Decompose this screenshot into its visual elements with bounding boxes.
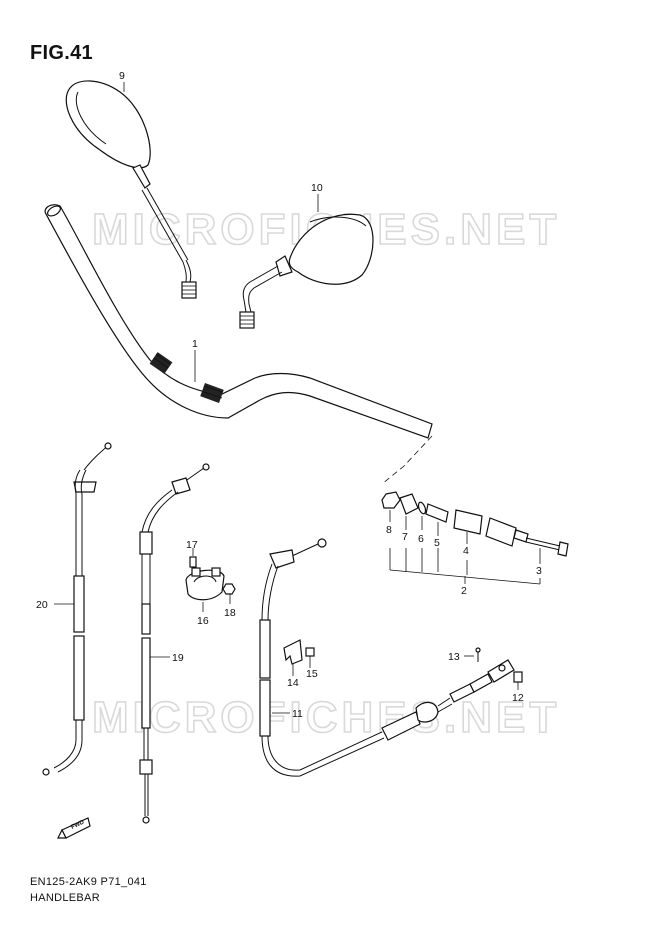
page-title: HANDLEBAR <box>30 892 100 904</box>
callout-1: 1 <box>192 338 198 350</box>
callout-3: 3 <box>536 565 542 577</box>
forward-direction-icon: FWD <box>57 817 91 839</box>
callout-9: 9 <box>119 70 125 82</box>
callout-12: 12 <box>512 692 524 704</box>
screw-part-15 <box>305 647 315 668</box>
callout-2: 2 <box>461 585 467 597</box>
model-code: EN125-2AK9 P71_041 <box>30 876 147 888</box>
bar-end-assembly <box>381 491 569 585</box>
callout-20: 20 <box>36 599 48 611</box>
cable-part-19 <box>139 463 210 824</box>
leader-lines <box>123 82 541 556</box>
callout-16: 16 <box>197 615 209 627</box>
callout-14: 14 <box>287 677 299 689</box>
callout-17: 17 <box>186 539 198 551</box>
callout-4: 4 <box>463 545 469 557</box>
bracket-part-14 <box>283 639 303 676</box>
screw-part-12 <box>513 671 523 690</box>
callout-15: 15 <box>306 668 318 680</box>
cable-part-11 <box>259 538 475 777</box>
clamp-part-16 <box>185 567 225 612</box>
adjuster-part <box>469 659 515 693</box>
callout-7: 7 <box>402 531 408 543</box>
callout-19: 19 <box>172 652 184 664</box>
handlebar-part-1 <box>44 204 433 439</box>
callout-11: 11 <box>292 708 303 720</box>
mirror-right-part-10 <box>239 213 374 329</box>
callout-8: 8 <box>386 524 392 536</box>
callout-6: 6 <box>418 533 424 545</box>
mirror-left-part-9 <box>65 80 197 299</box>
callout-10: 10 <box>311 182 323 194</box>
callout-13: 13 <box>448 651 460 663</box>
callout-5: 5 <box>434 537 440 549</box>
figure-title: FIG.41 <box>30 42 93 64</box>
watermark-bottom: MICROFICHES.NET <box>92 693 560 742</box>
fwd-label: FWD <box>70 819 86 830</box>
cable-part-20 <box>42 442 112 776</box>
callout-18: 18 <box>224 607 236 619</box>
nut-part-18 <box>222 583 236 604</box>
screw-part-17 <box>189 548 197 568</box>
pin-part-13 <box>464 647 481 662</box>
